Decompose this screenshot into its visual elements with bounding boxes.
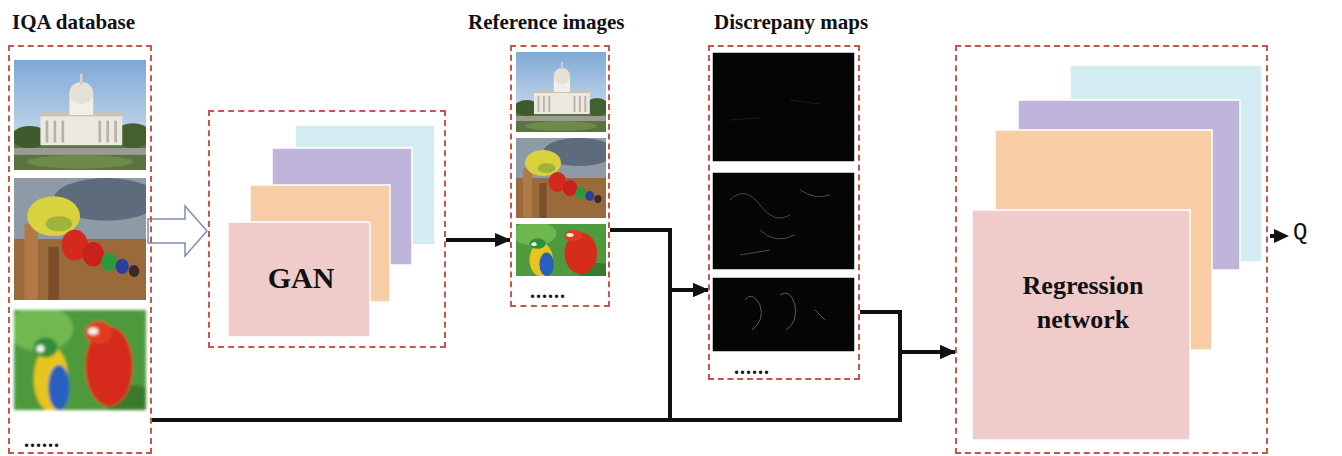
network-group-box: GAN [208, 110, 446, 348]
network-label: Regression network [974, 269, 1192, 337]
flow-arrow [860, 312, 955, 352]
image-group-box: Reference images...... [510, 45, 610, 307]
ellipsis-text: ...... [24, 430, 60, 450]
group-heading: IQA database [12, 10, 135, 35]
group-heading: Discrepany maps [714, 10, 868, 35]
output-label: Q [1293, 219, 1307, 248]
flow-arrow [152, 290, 708, 420]
map-group-box: Discrepany maps...... [708, 45, 860, 380]
ellipsis-text: ...... [734, 357, 770, 377]
hollow-arrow [148, 206, 207, 256]
ellipsis-text: ...... [530, 281, 566, 301]
flow-arrow [152, 352, 955, 420]
database-group-box: IQA database...... [8, 45, 152, 454]
network-group-box: Regression network [955, 45, 1268, 454]
group-heading: Reference images [468, 10, 624, 35]
flow-arrow [446, 238, 510, 242]
flow-arrow [610, 230, 708, 290]
network-label: GAN [230, 258, 372, 297]
